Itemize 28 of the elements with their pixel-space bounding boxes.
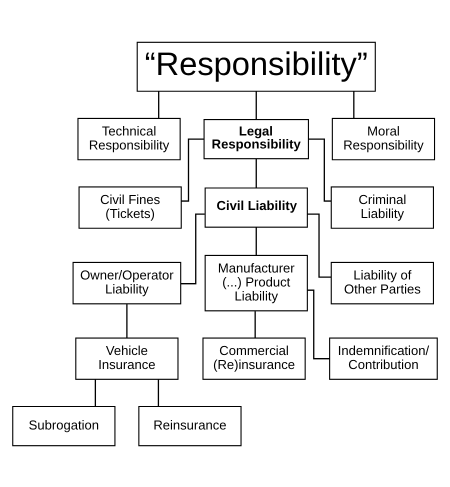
node-box: Legal Responsibility [204, 118, 309, 159]
connector [308, 289, 330, 359]
node-box: Subrogation [12, 405, 116, 446]
node-box: Manufacturer (...) Product Liability [204, 254, 308, 311]
connector [256, 158, 257, 188]
node-box: Moral Responsibility [332, 117, 436, 160]
connector [256, 90, 257, 119]
node-box: Technical Responsibility [77, 117, 181, 160]
node-box: Civil Fines (Tickets) [78, 186, 182, 228]
node-box: Commercial (Re)insurance [202, 336, 306, 380]
connector [180, 212, 205, 284]
connector [254, 310, 256, 338]
node-box: “Responsibility” [136, 41, 376, 92]
node-box: Criminal Liability [330, 186, 434, 228]
connector [126, 304, 128, 338]
node-box: Civil Liability [204, 186, 308, 228]
connector [158, 90, 160, 118]
node-box: Vehicle Insurance [75, 336, 179, 380]
connector [158, 379, 160, 406]
connector [256, 226, 257, 255]
node-box: Liability of Other Parties [330, 261, 434, 304]
connector [308, 138, 331, 202]
node-box: Indemnification/ Contribution [329, 336, 438, 380]
node-box: Reinsurance [138, 405, 242, 446]
connector [94, 379, 96, 406]
node-box: Owner/Operator Liability [72, 261, 182, 304]
connector [353, 90, 354, 118]
connector [181, 138, 204, 202]
